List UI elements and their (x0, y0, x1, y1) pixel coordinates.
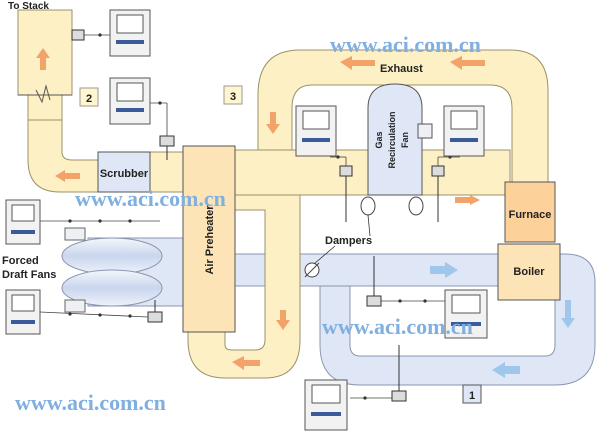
callout-two: 2 (79, 87, 99, 107)
forced-draft-label-line1: Forced (2, 255, 39, 267)
boiler-block (497, 243, 561, 301)
to-stack-label: To Stack (8, 1, 49, 12)
analyzer-recirc (444, 289, 488, 339)
flow-arrow-icon (36, 48, 485, 370)
scrubber-label: Scrubber (100, 168, 149, 180)
signal-dots (68, 33, 452, 400)
fan-label-line1: Gas (374, 131, 384, 148)
analyzer-fd-fan-lower (5, 289, 41, 335)
fan-label-line2: Recirculation (387, 111, 397, 168)
exhaust-label: Exhaust (380, 63, 423, 75)
callout-one: 1 (462, 384, 482, 404)
furnace-block (504, 181, 556, 243)
scrubber-block (97, 151, 151, 193)
svg-text:2: 2 (86, 93, 92, 105)
furnace-label: Furnace (509, 209, 552, 221)
damper-icon (304, 196, 424, 278)
svg-text:1: 1 (469, 390, 475, 402)
analyzer-fan-left (295, 105, 337, 157)
fan-label-line3: Fan (400, 132, 410, 148)
dampers-leader-right (367, 214, 371, 237)
watermark-top: www.aci.com.cn (330, 32, 481, 57)
stack-break (18, 84, 72, 104)
dampers-label: Dampers (325, 235, 372, 247)
callout-three: 3 (223, 85, 243, 105)
air-preheater-block (182, 145, 236, 333)
analyzer-fd-fan-upper (5, 199, 41, 245)
fan-motor (417, 123, 433, 139)
watermark-bottom: www.aci.com.cn (15, 390, 166, 415)
watermark-middle: www.aci.com.cn (75, 186, 226, 211)
analyzer-bottom (304, 379, 348, 431)
analyzer-stack (109, 9, 151, 57)
svg-text:3: 3 (230, 91, 236, 103)
forced-draft-fan-lower (61, 269, 163, 313)
forced-draft-fan-upper (61, 227, 163, 275)
air-preheater-label: Air Preheater (204, 205, 216, 275)
analyzer-scrubber (109, 77, 151, 125)
analyzer-fan-right (443, 105, 485, 157)
dampers-leader-left (313, 245, 336, 265)
forced-draft-label-line2: Draft Fans (2, 269, 56, 281)
air-flow-arrows (430, 262, 575, 378)
analyzer-icon (5, 9, 488, 431)
gas-recirculation-fan: Gas Recirculation Fan (367, 83, 433, 196)
watermark-right: www.aci.com.cn (322, 314, 473, 339)
boiler-label: Boiler (513, 266, 545, 278)
